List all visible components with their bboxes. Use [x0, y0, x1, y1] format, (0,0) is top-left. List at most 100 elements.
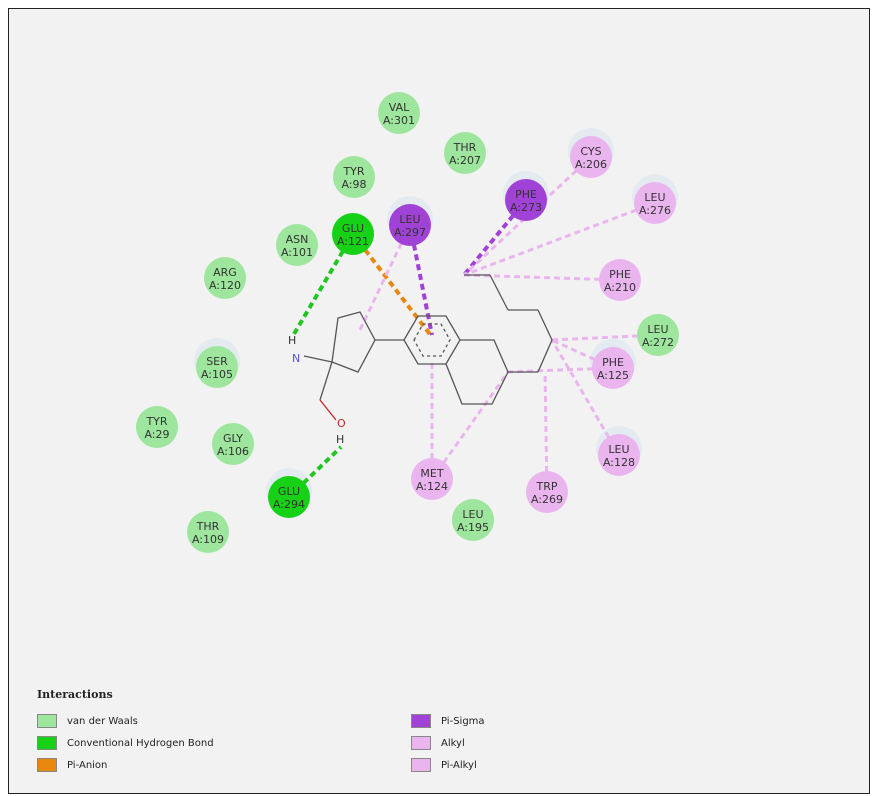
residue-number: A:106	[217, 445, 249, 458]
interaction-line-leu276-alkyl	[463, 201, 656, 277]
o-bond	[319, 399, 337, 421]
residue-disc	[212, 423, 254, 465]
residue-disc	[268, 476, 310, 518]
residue-disc	[389, 204, 431, 246]
legend-label: Alkyl	[441, 737, 465, 749]
residue-number: A:98	[341, 178, 366, 191]
residue-name: PHE	[515, 188, 537, 201]
residue-number: A:207	[449, 154, 481, 167]
h-atom-label-bottom: H	[336, 433, 344, 446]
residue-name: LEU	[647, 323, 668, 336]
residue-name: THR	[196, 520, 220, 533]
interaction-line-phe273-pi-sigma	[462, 198, 528, 277]
cyclopentane-ring	[331, 311, 376, 373]
residue-name: TRP	[536, 480, 558, 493]
residue-number: A:101	[281, 246, 313, 259]
legend-swatch	[411, 758, 431, 772]
residue-number: A:210	[604, 281, 636, 294]
diagram-frame	[8, 8, 870, 794]
residue-name: GLU	[342, 222, 364, 235]
residue-number: A:276	[639, 204, 671, 217]
residue-number: A:273	[510, 201, 542, 214]
residue-disc	[187, 511, 229, 553]
residue-name: ASN	[286, 233, 309, 246]
legend-item: Alkyl	[411, 735, 465, 751]
o-atom-label: O	[337, 417, 346, 430]
residue-name: GLY	[223, 432, 243, 445]
residue-name: PHE	[609, 268, 631, 281]
legend-swatch	[37, 736, 57, 750]
n-bond	[303, 355, 333, 363]
residue-disc	[592, 347, 634, 389]
legend-swatch	[411, 714, 431, 728]
legend-label: Pi-Alkyl	[441, 759, 477, 771]
legend-item: Conventional Hydrogen Bond	[37, 735, 214, 751]
residue-disc	[526, 471, 568, 513]
residue-name: THR	[453, 141, 477, 154]
chain-bond-5	[489, 274, 509, 311]
residue-name: CYS	[580, 145, 601, 158]
legend-item: van der Waals	[37, 713, 138, 729]
residue-disc	[637, 314, 679, 356]
legend-item: Pi-Alkyl	[411, 757, 477, 773]
residue-number: A:105	[201, 368, 233, 381]
interaction-line-cys206-alkyl	[462, 155, 593, 277]
residue-number: A:195	[457, 521, 489, 534]
residue-disc	[196, 346, 238, 388]
residue-disc	[598, 434, 640, 476]
residue-name: LEU	[608, 443, 629, 456]
residue-name: LEU	[399, 213, 420, 226]
residue-number: A:124	[416, 480, 448, 493]
residue-name: ARG	[213, 266, 237, 279]
legend-title: Interactions	[37, 688, 113, 701]
residue-disc	[333, 156, 375, 198]
chain-bond-3	[537, 309, 553, 341]
residue-disc	[570, 136, 612, 178]
residue-disc	[505, 179, 547, 221]
aromatic-ring-inner	[413, 323, 451, 357]
residue-number: A:125	[597, 369, 629, 382]
residue-name: GLU	[278, 485, 300, 498]
chain-bond-2	[537, 339, 553, 373]
residue-disc	[452, 499, 494, 541]
residue-name: PHE	[602, 356, 624, 369]
interaction-line-phe125-alkyl	[507, 366, 614, 374]
fused-ring	[445, 339, 509, 405]
residue-name: MET	[420, 467, 443, 480]
legend-item: Pi-Anion	[37, 757, 107, 773]
residue-number: A:109	[192, 533, 224, 546]
h-atom-label-top: H	[288, 334, 296, 347]
interaction-line-glu121-pi-anion	[351, 232, 434, 339]
legend-label: Pi-Anion	[67, 759, 108, 771]
legend-label: Conventional Hydrogen Bond	[67, 737, 214, 749]
interaction-line-leu128-alkyl	[550, 339, 621, 456]
legend-item: Pi-Sigma	[411, 713, 485, 729]
residue-disc	[276, 224, 318, 266]
residue-name: VAL	[389, 101, 410, 114]
residue-name: LEU	[462, 508, 483, 521]
residue-name: TYR	[145, 415, 167, 428]
residue-disc	[378, 92, 420, 134]
residue-number: A:121	[337, 235, 369, 248]
residue-disc	[411, 458, 453, 500]
interaction-line-leu272-alkyl	[551, 333, 659, 342]
residue-number: A:206	[575, 158, 607, 171]
residue-disc	[599, 259, 641, 301]
